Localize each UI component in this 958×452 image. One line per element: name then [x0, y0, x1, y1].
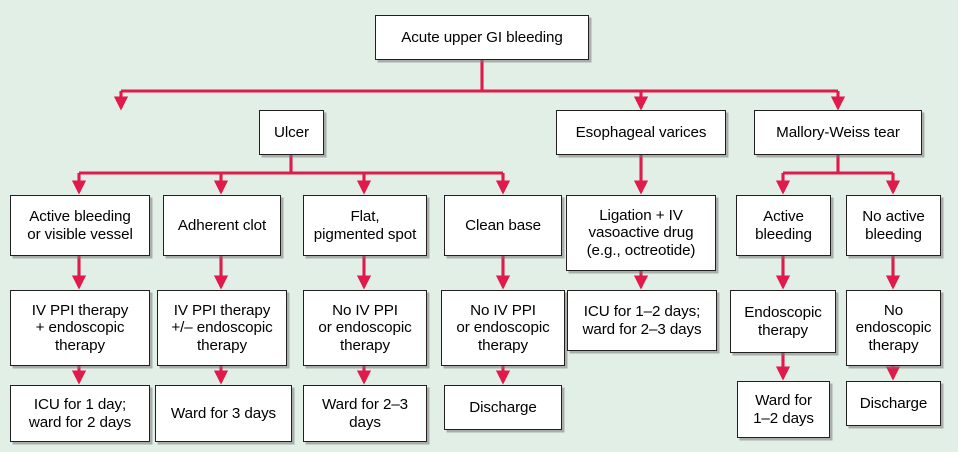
- node-iv-ppi-plus-endoscopic-therapy[interactable]: IV PPI therapy + endoscopic therapy: [10, 290, 150, 366]
- node-no-iv-ppi-or-endoscopic-therapy-clean[interactable]: No IV PPI or endoscopic therapy: [441, 290, 565, 366]
- node-clean-base[interactable]: Clean base: [444, 195, 562, 256]
- node-endoscopic-therapy[interactable]: Endoscopic therapy: [730, 290, 836, 353]
- node-no-endoscopic-therapy[interactable]: No endoscopic therapy: [846, 290, 941, 366]
- node-mw-no-active-bleeding[interactable]: No active bleeding: [846, 195, 941, 256]
- node-no-iv-ppi-or-endoscopic-therapy-flat[interactable]: No IV PPI or endoscopic therapy: [303, 290, 427, 366]
- node-ward-for-3-days[interactable]: Ward for 3 days: [155, 385, 292, 442]
- node-adherent-clot[interactable]: Adherent clot: [163, 195, 281, 256]
- node-ligation-iv-vasoactive-drug[interactable]: Ligation + IV vasoactive drug (e.g., oct…: [566, 195, 716, 271]
- node-acute-upper-gi-bleeding[interactable]: Acute upper GI bleeding: [375, 15, 589, 60]
- node-flat-pigmented-spot[interactable]: Flat, pigmented spot: [303, 195, 427, 256]
- node-iv-ppi-plusminus-endoscopic-therapy[interactable]: IV PPI therapy +/– endoscopic therapy: [157, 290, 287, 366]
- node-ulcer[interactable]: Ulcer: [259, 110, 324, 155]
- node-mw-active-bleeding[interactable]: Active bleeding: [736, 195, 831, 256]
- node-ward-for-1-2-days[interactable]: Ward for 1–2 days: [737, 381, 830, 438]
- node-icu-1-day-ward-2-days[interactable]: ICU for 1 day; ward for 2 days: [10, 385, 150, 442]
- node-mallory-weiss-tear[interactable]: Mallory-Weiss tear: [754, 110, 922, 155]
- node-ward-for-2-3-days[interactable]: Ward for 2–3 days: [303, 385, 427, 442]
- node-active-bleeding-or-visible-vessel[interactable]: Active bleeding or visible vessel: [10, 195, 150, 256]
- node-discharge-ulcer[interactable]: Discharge: [444, 385, 562, 430]
- node-discharge-mallory-weiss[interactable]: Discharge: [846, 381, 941, 426]
- node-esophageal-varices[interactable]: Esophageal varices: [556, 110, 726, 155]
- node-icu-1-2-days-ward-2-3-days[interactable]: ICU for 1–2 days; ward for 2–3 days: [567, 290, 717, 351]
